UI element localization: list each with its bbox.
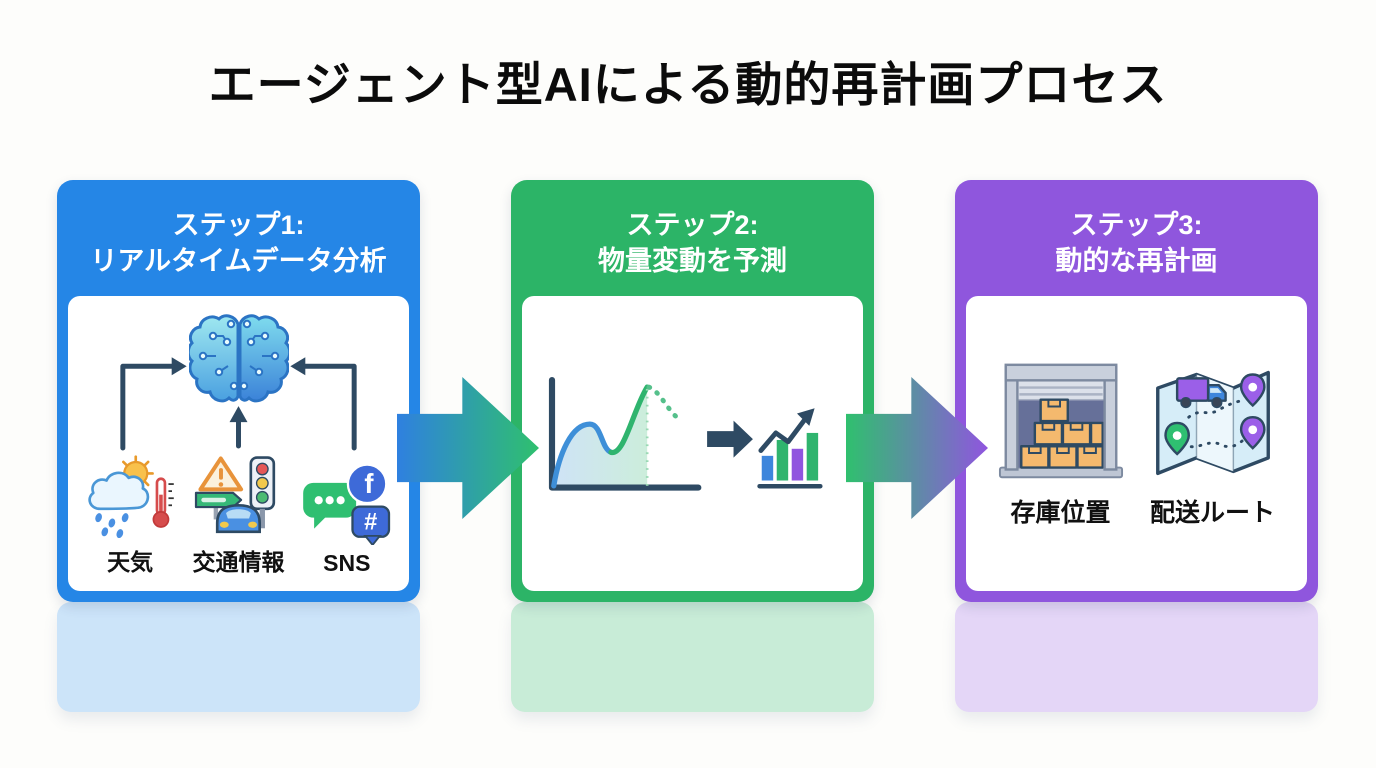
inventory-label: 存庫位置 bbox=[1010, 498, 1111, 527]
step2-header-line2: 物量変動を予測 bbox=[598, 245, 787, 276]
step1-header-line2: リアルタイムデータ分析 bbox=[90, 245, 387, 276]
step2-pastel-panel bbox=[511, 602, 874, 712]
source-traffic: 交通情報 bbox=[184, 454, 292, 577]
weather-label: 天気 bbox=[107, 549, 154, 575]
ai-brain-icon bbox=[186, 312, 291, 409]
step2-body bbox=[522, 296, 863, 591]
demand-forecast-chart-icon bbox=[548, 376, 823, 491]
output-route: 配送ルート bbox=[1150, 359, 1276, 529]
route-map-icon bbox=[1155, 370, 1270, 475]
output-inventory: 存庫位置 bbox=[998, 359, 1124, 529]
data-flow-connector-arrows bbox=[120, 357, 357, 451]
step3-header-line1: ステップ3: bbox=[1070, 209, 1203, 240]
facebook-f-glyph: f bbox=[364, 468, 374, 499]
sns-icon: f # bbox=[302, 463, 390, 545]
step3-header-line2: 動的な再計画 bbox=[1055, 245, 1218, 276]
step1-header: ステップ1: リアルタイムデータ分析 bbox=[68, 191, 409, 296]
page-title: エージェント型AIによる動的再計画プロセス bbox=[208, 58, 1168, 111]
step2-header-line1: ステップ2: bbox=[626, 209, 759, 240]
step3-header: ステップ3: 動的な再計画 bbox=[966, 191, 1307, 296]
warehouse-icon bbox=[998, 363, 1123, 478]
step1-header-line1: ステップ1: bbox=[172, 209, 305, 240]
step2-card: ステップ2: 物量変動を予測 bbox=[511, 180, 874, 602]
step2-header: ステップ2: 物量変動を予測 bbox=[522, 191, 863, 296]
data-sources-row: 天気 bbox=[76, 454, 401, 577]
sns-label: SNS bbox=[323, 550, 371, 576]
source-weather: 天気 bbox=[76, 454, 184, 577]
step3-body: 存庫位置 bbox=[966, 296, 1307, 591]
step1-body: 天気 bbox=[68, 296, 409, 591]
traffic-icon bbox=[195, 456, 276, 534]
step1-card: ステップ1: リアルタイムデータ分析 bbox=[57, 180, 420, 602]
step3-pastel-panel bbox=[955, 602, 1318, 712]
hashtag-glyph: # bbox=[364, 509, 377, 535]
source-sns: f # SNS bbox=[293, 461, 401, 577]
weather-icon bbox=[88, 455, 174, 538]
traffic-label: 交通情報 bbox=[192, 549, 285, 575]
step1-pastel-panel bbox=[57, 602, 420, 712]
route-label: 配送ルート bbox=[1149, 498, 1275, 527]
step3-card: ステップ3: 動的な再計画 bbox=[955, 180, 1318, 602]
outputs-row: 存庫位置 bbox=[966, 296, 1307, 591]
